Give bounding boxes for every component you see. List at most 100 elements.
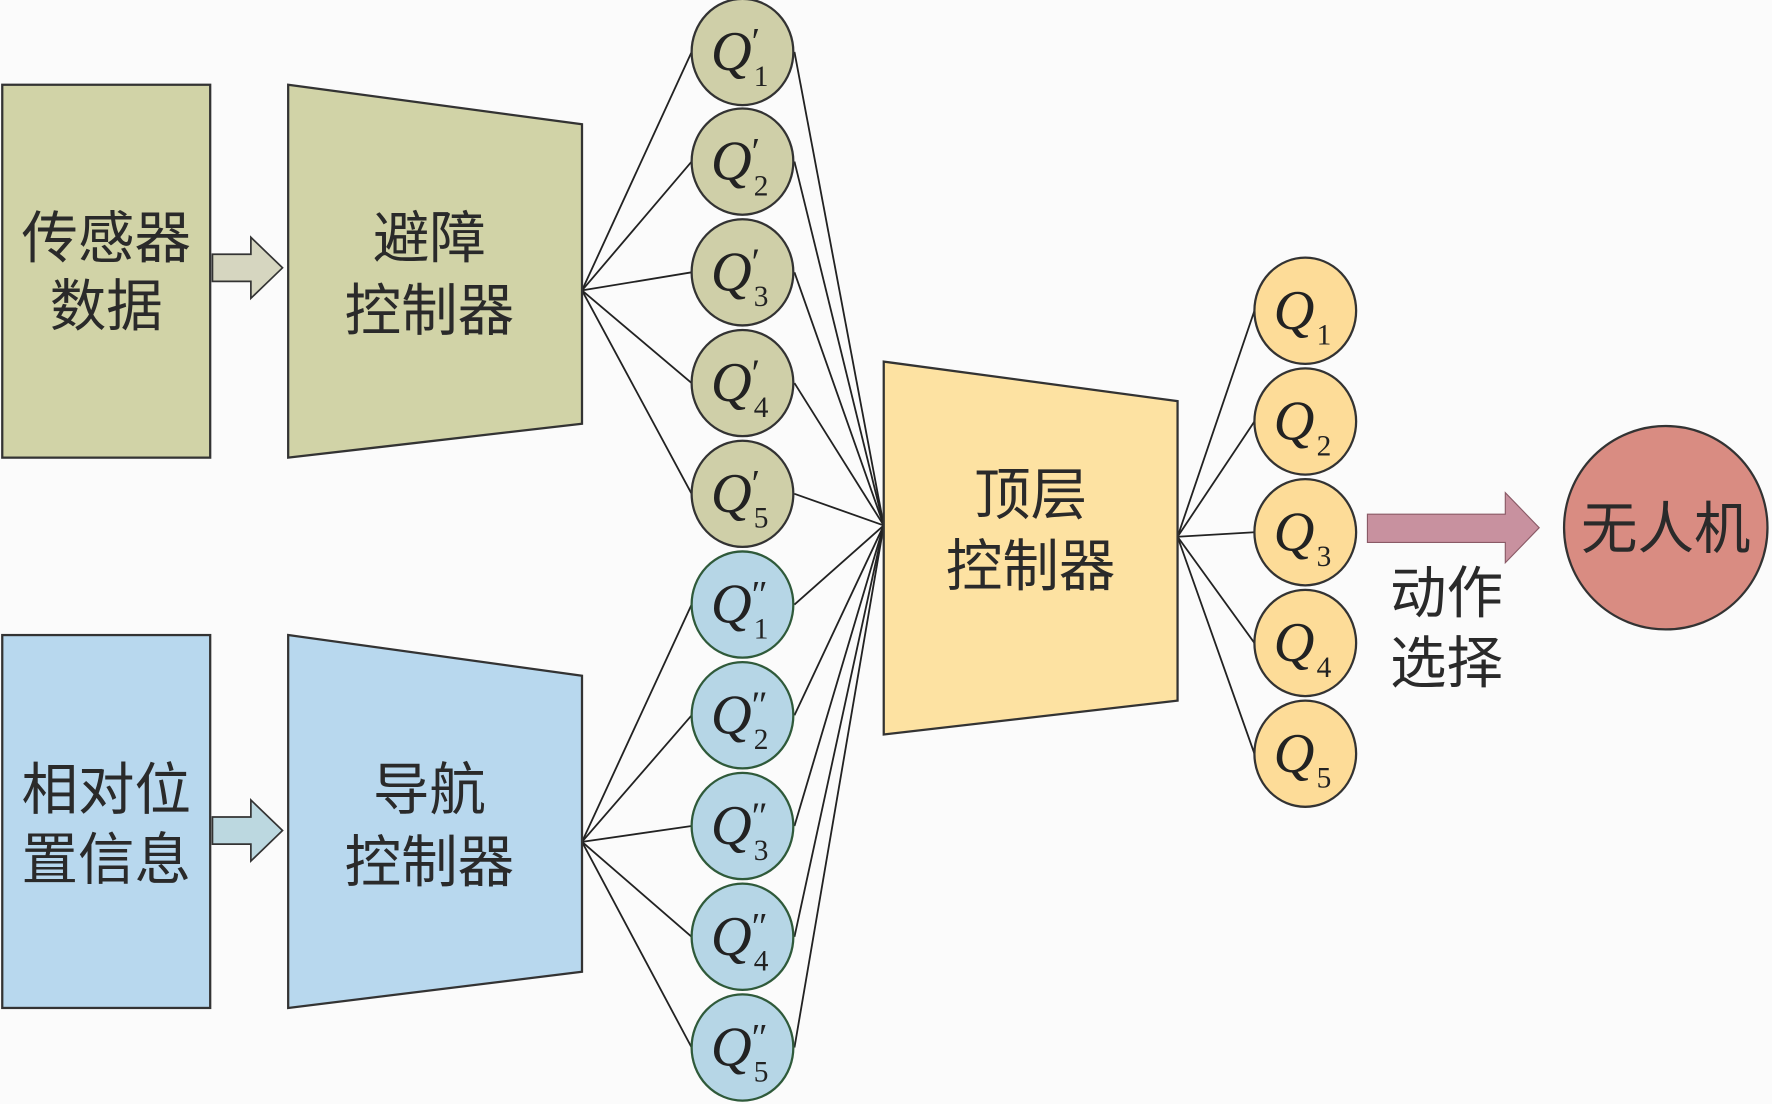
connection-line <box>1177 531 1255 538</box>
node-label: Q″4 <box>711 906 769 978</box>
label-prime: ′ <box>752 21 760 63</box>
node-circle <box>690 439 795 549</box>
top-controller: 顶层 控制器 <box>882 360 1179 736</box>
connection-line <box>581 714 693 843</box>
position-box-line1: 相对位 <box>21 758 191 823</box>
obstacle_q-node: Q′1 <box>690 0 795 107</box>
node-label: Q″3 <box>711 795 769 867</box>
top_q-node: Q3 <box>1253 477 1358 587</box>
connection-line <box>1176 536 1256 644</box>
node-label: Q5 <box>1274 723 1332 795</box>
node-label: Q″1 <box>711 574 769 646</box>
node-circle <box>690 661 795 770</box>
label-base: Q <box>711 795 752 857</box>
top_q-node: Q2 <box>1253 367 1358 476</box>
action-label-line2: 选择 <box>1390 632 1503 697</box>
node-label: Q′3 <box>711 241 769 313</box>
connection-line <box>581 825 692 843</box>
navigation_q-node: Q″2 <box>690 661 795 770</box>
label-prime: ″ <box>752 685 768 727</box>
label-base: Q <box>1274 501 1315 563</box>
navigation-controller-line2: 控制器 <box>345 830 515 895</box>
navigation_q-node: Q″3 <box>690 771 795 881</box>
label-base: Q <box>711 906 752 968</box>
navigation-controller-line1: 导航 <box>373 758 486 823</box>
node-label: Q1 <box>1274 280 1332 352</box>
label-subscript: 4 <box>754 392 769 424</box>
navigation_q-node: Q″4 <box>690 882 795 992</box>
connection-line <box>1176 420 1256 538</box>
label-subscript: 1 <box>754 61 769 93</box>
node-label: Q″5 <box>711 1017 769 1089</box>
connection-line <box>794 492 885 527</box>
position-box-line2: 置信息 <box>21 828 191 893</box>
connection-line <box>581 271 692 292</box>
node-label: Q3 <box>1274 501 1332 573</box>
connection-line <box>793 382 885 526</box>
node-circle <box>1253 256 1358 365</box>
navigation-controller: 导航 控制器 <box>287 633 584 1010</box>
connection-line <box>793 524 885 606</box>
label-base: Q <box>1274 391 1315 453</box>
node-circle <box>690 771 795 881</box>
node-circle <box>1253 699 1358 808</box>
node-label: Q″2 <box>711 684 769 756</box>
drone: 无人机 <box>1562 424 1769 631</box>
top_q-node: Q4 <box>1253 588 1358 698</box>
node-circle <box>690 882 795 992</box>
connection-line <box>581 841 693 1048</box>
label-subscript: 2 <box>754 724 769 756</box>
sensor-box-line1: 传感器 <box>21 207 191 272</box>
relative-position-box: 相对位 置信息 <box>1 633 212 1010</box>
label-prime: ″ <box>752 574 768 616</box>
label-subscript: 3 <box>754 281 769 313</box>
label-subscript: 5 <box>754 503 769 535</box>
node-label: Q′5 <box>711 463 769 535</box>
label-subscript: 1 <box>754 613 769 645</box>
node-circle <box>690 0 795 107</box>
connection-line <box>793 51 885 526</box>
node-label: Q4 <box>1274 612 1332 684</box>
label-subscript: 5 <box>1317 763 1332 795</box>
connection-line <box>793 525 885 937</box>
label-subscript: 5 <box>754 1056 769 1088</box>
navigation_q-node: Q″1 <box>690 550 795 659</box>
obstacle_q-node: Q′5 <box>690 439 795 549</box>
connection-line <box>1176 536 1256 755</box>
navigation_q-node: Q″5 <box>690 993 795 1102</box>
node-label: Q2 <box>1274 391 1332 463</box>
label-prime: ″ <box>752 906 768 948</box>
label-base: Q <box>711 131 752 193</box>
label-prime: ′ <box>752 131 760 173</box>
label-base: Q <box>711 463 752 525</box>
arrow-right-icon <box>211 235 284 301</box>
obstacle-avoidance-controller: 避障 控制器 <box>287 83 584 459</box>
connection-line <box>581 289 693 495</box>
label-subscript: 3 <box>754 835 769 867</box>
label-base: Q <box>1274 612 1315 674</box>
label-base: Q <box>1274 280 1315 342</box>
connection-line <box>581 841 693 938</box>
obstacle-controller-line2: 控制器 <box>345 279 515 344</box>
label-base: Q <box>711 352 752 414</box>
node-circle <box>690 993 795 1102</box>
obstacle_q-node: Q′2 <box>690 107 795 216</box>
label-base: Q <box>711 574 752 636</box>
label-prime: ′ <box>752 352 760 394</box>
top-controller-line1: 顶层 <box>974 463 1087 528</box>
node-circle <box>690 550 795 659</box>
connection-line <box>793 272 885 526</box>
connection-line <box>1176 310 1256 538</box>
label-base: Q <box>711 21 752 83</box>
connection-line <box>793 525 885 716</box>
node-label: Q′2 <box>711 131 769 203</box>
label-subscript: 1 <box>1317 320 1332 352</box>
label-subscript: 4 <box>754 946 769 978</box>
action-arrow-icon <box>1366 491 1540 565</box>
connection-line <box>581 161 693 291</box>
top-controller-line2: 控制器 <box>946 534 1116 599</box>
arrow-right-icon <box>211 798 284 864</box>
label-subscript: 4 <box>1317 652 1332 684</box>
